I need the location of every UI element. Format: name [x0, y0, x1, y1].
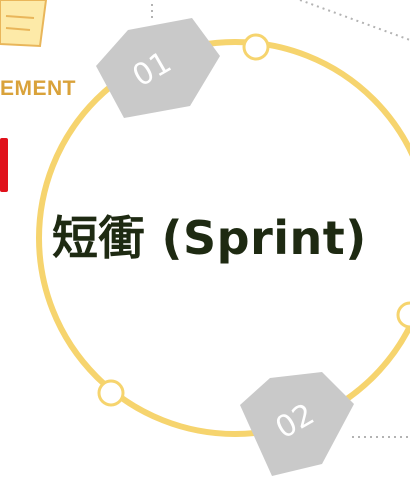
- hexagon-badge-02: [240, 372, 354, 476]
- ring-node-right: [396, 301, 410, 329]
- center-title: 短衝 (Sprint): [52, 211, 367, 265]
- dotted-connectors: [151, 0, 410, 438]
- ring-node-top: [242, 33, 270, 61]
- hexagon-badge-01: [96, 18, 220, 118]
- notepad-icon: [0, 0, 48, 48]
- cycle-ring: [36, 39, 410, 437]
- partial-label: EMENT: [0, 77, 76, 100]
- connector-top-right: [299, 0, 410, 41]
- ring-node-left: [97, 379, 125, 407]
- red-tab: [0, 138, 8, 192]
